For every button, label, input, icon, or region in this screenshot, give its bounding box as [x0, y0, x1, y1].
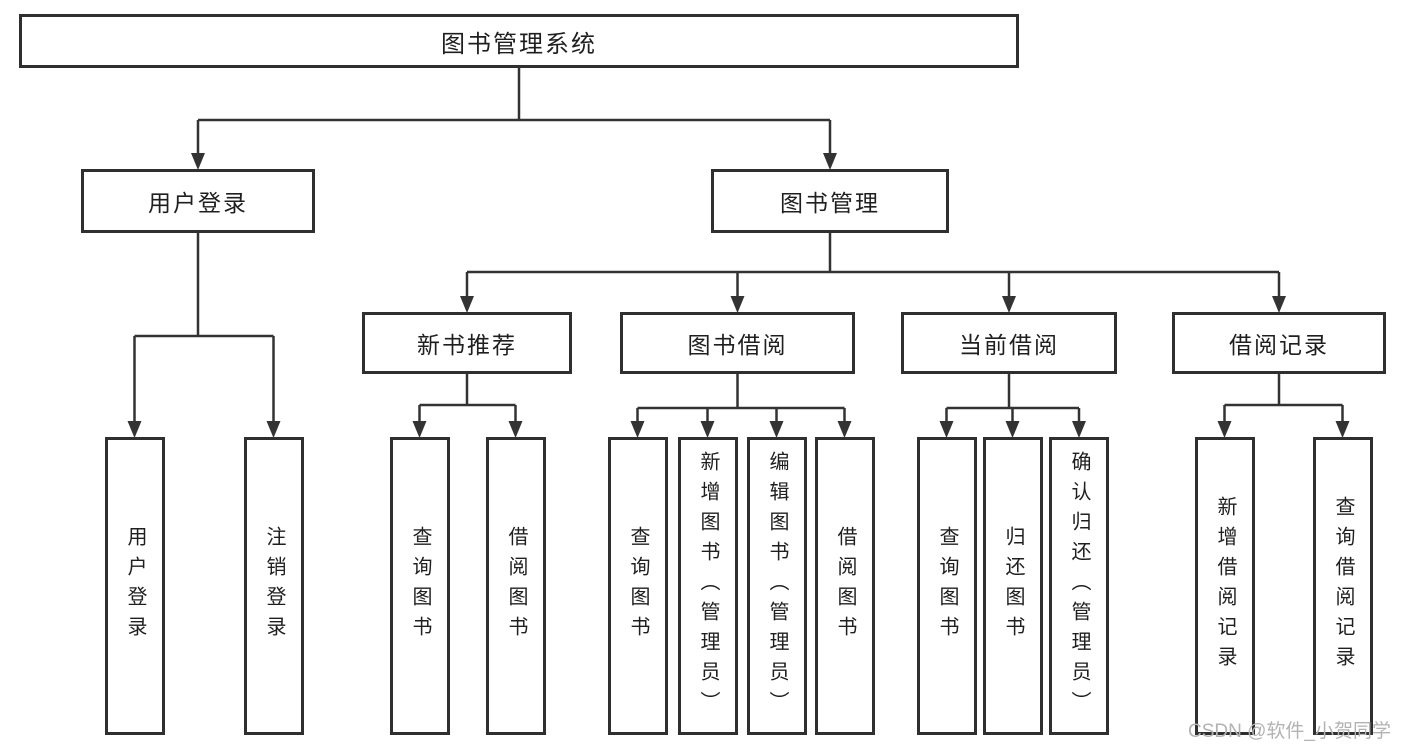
- leaf-add-books-admin: 新增图书（管理员）: [678, 437, 738, 735]
- leaf-query-borrow-record-label: 查询借阅记录: [1332, 496, 1354, 676]
- leaf-query-books-current-label: 查询图书: [936, 526, 958, 646]
- watermark: CSDN @软件_小贺同学: [1188, 721, 1391, 742]
- leaf-user-login-label: 用户登录: [124, 526, 146, 646]
- leaf-edit-books-admin-label: 编辑图书（管理员）: [766, 451, 788, 721]
- leaf-confirm-return-admin-label: 确认归还（管理员）: [1068, 451, 1090, 721]
- node-library-system: 图书管理系统: [19, 14, 1019, 68]
- node-new-book-recommend: 新书推荐: [362, 312, 572, 374]
- node-book-management-label: 图书管理: [780, 190, 880, 216]
- leaf-borrow-books: 借阅图书: [815, 437, 875, 735]
- node-book-borrowing-label: 图书借阅: [687, 332, 788, 358]
- leaf-query-books-current: 查询图书: [917, 437, 977, 735]
- leaf-borrow-books-recommend-label: 借阅图书: [505, 526, 527, 646]
- node-current-borrowing-label: 当前借阅: [959, 332, 1059, 358]
- leaf-query-books-borrow: 查询图书: [608, 437, 668, 735]
- node-user-login: 用户登录: [81, 169, 315, 233]
- leaf-user-login: 用户登录: [105, 437, 165, 735]
- leaf-return-books-label: 归还图书: [1002, 526, 1024, 646]
- node-user-login-label: 用户登录: [148, 190, 248, 216]
- leaf-add-books-admin-label: 新增图书（管理员）: [697, 451, 719, 721]
- node-current-borrowing: 当前借阅: [901, 312, 1117, 374]
- node-book-management: 图书管理: [711, 169, 949, 233]
- leaf-query-borrow-record: 查询借阅记录: [1313, 437, 1373, 735]
- leaf-borrow-books-label: 借阅图书: [834, 526, 856, 646]
- leaf-query-books-recommend-label: 查询图书: [409, 526, 431, 646]
- node-new-book-recommend-label: 新书推荐: [417, 332, 517, 358]
- leaf-query-books-recommend: 查询图书: [390, 437, 450, 735]
- leaf-return-books: 归还图书: [983, 437, 1043, 735]
- node-library-system-label: 图书管理系统: [441, 30, 597, 58]
- node-borrowing-records-label: 借阅记录: [1229, 332, 1329, 358]
- leaf-edit-books-admin: 编辑图书（管理员）: [747, 437, 807, 735]
- leaf-confirm-return-admin: 确认归还（管理员）: [1049, 437, 1109, 735]
- node-borrowing-records: 借阅记录: [1172, 312, 1386, 374]
- leaf-add-borrow-record: 新增借阅记录: [1195, 437, 1255, 735]
- leaf-query-books-borrow-label: 查询图书: [627, 526, 649, 646]
- leaf-logout: 注销登录: [244, 437, 304, 735]
- leaf-borrow-books-recommend: 借阅图书: [486, 437, 546, 735]
- node-book-borrowing: 图书借阅: [620, 312, 855, 374]
- leaf-add-borrow-record-label: 新增借阅记录: [1214, 496, 1236, 676]
- leaf-logout-label: 注销登录: [263, 526, 285, 646]
